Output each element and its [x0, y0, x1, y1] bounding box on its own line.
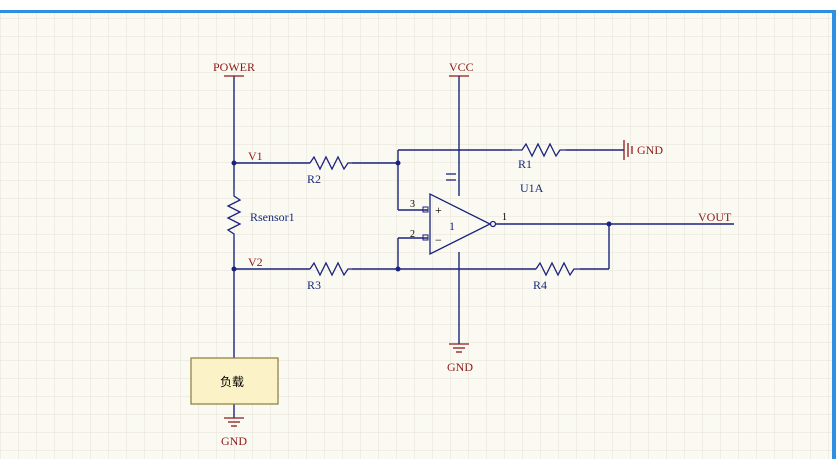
junction-r3-minus: [395, 266, 401, 272]
power-net-label: POWER: [213, 60, 255, 74]
resistor-r3[interactable]: R3: [307, 261, 352, 292]
wires: [233, 76, 734, 418]
sheet-right-border: [832, 10, 836, 459]
resistor-r1[interactable]: R1: [512, 142, 566, 171]
resistor-rsensor1[interactable]: Rsensor1: [226, 190, 295, 240]
r3-designator: R3: [307, 278, 321, 292]
rsensor1-designator: Rsensor1: [250, 210, 295, 224]
gnd-r1-symbol[interactable]: GND: [623, 140, 663, 160]
pin-3-marker: [422, 206, 429, 213]
gnd-load-label: GND: [221, 434, 247, 448]
gnd-load-symbol[interactable]: GND: [221, 417, 247, 448]
load-label: 负载: [220, 375, 244, 389]
net-label-v2: V2: [248, 255, 263, 269]
pin-1-number: 1: [502, 212, 507, 223]
opamp-minus-sign: −: [435, 233, 442, 247]
power-port-symbol[interactable]: POWER: [213, 60, 255, 77]
net-label-v1: V1: [248, 149, 263, 163]
resistor-r2[interactable]: R2: [307, 155, 352, 186]
r2-designator: R2: [307, 172, 321, 186]
gnd-r1-label: GND: [637, 143, 663, 157]
opamp-u1a[interactable]: + − 1 3 2 1 U1A: [410, 173, 544, 256]
r4-designator: R4: [533, 278, 547, 292]
junction-v2: [231, 266, 237, 272]
gnd-opamp-symbol[interactable]: GND: [447, 343, 473, 374]
pin-2-marker: [422, 234, 429, 241]
pin-3-number: 3: [410, 199, 415, 210]
junction-v1: [231, 160, 237, 166]
opamp-plus-sign: +: [435, 203, 442, 217]
sheet-grid: [0, 12, 836, 459]
load-block[interactable]: 负载: [190, 357, 279, 405]
vcc-net-label: VCC: [449, 60, 474, 74]
u1a-designator: U1A: [520, 181, 544, 195]
resistor-r4[interactable]: R4: [533, 261, 580, 292]
junction-vout: [606, 221, 612, 227]
vcc-port-symbol[interactable]: VCC: [449, 60, 474, 77]
sheet-top-border: [0, 10, 836, 13]
net-label-vout: VOUT: [698, 210, 732, 224]
r1-designator: R1: [518, 157, 532, 171]
gnd-opamp-label: GND: [447, 360, 473, 374]
opamp-unit-number: 1: [449, 219, 455, 233]
opamp-output-bubble: [489, 220, 497, 228]
junction-r2-plus: [395, 160, 401, 166]
pin-2-number: 2: [410, 229, 415, 240]
